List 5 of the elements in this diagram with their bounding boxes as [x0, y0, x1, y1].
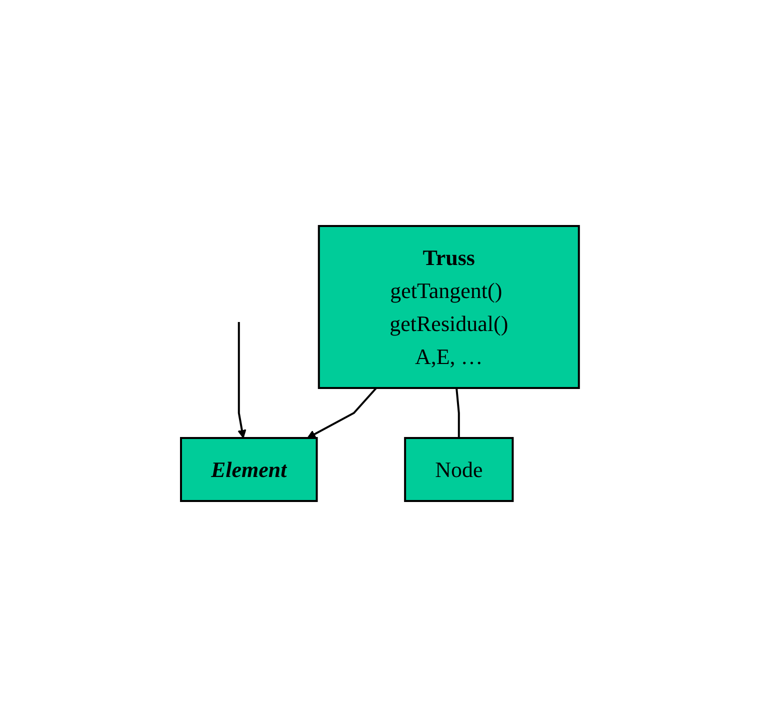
arrow: [237, 322, 246, 438]
node-box: Node: [404, 436, 514, 502]
arrow: [306, 386, 377, 438]
node-box: Truss getTangent() getResidual() A,E, …: [317, 224, 580, 388]
connector: [455, 387, 460, 438]
